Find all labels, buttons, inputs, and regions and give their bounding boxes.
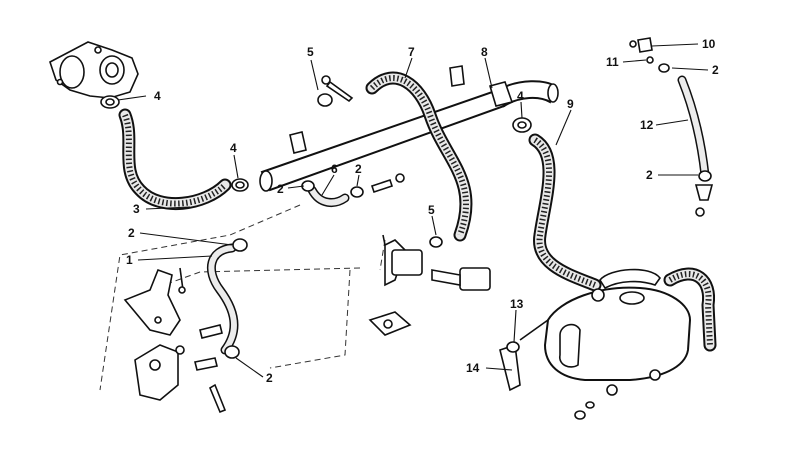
label-2b: 2 [646, 168, 653, 182]
hose-9 [528, 133, 602, 292]
callout-labels: 4 5 7 8 4 9 10 11 2 12 2 4 2 6 2 3 2 1 2… [126, 37, 719, 385]
hose-clamp-9 [512, 117, 532, 133]
label-3: 3 [133, 202, 140, 216]
label-13: 13 [510, 297, 524, 311]
label-2d: 2 [355, 162, 362, 176]
temperature-switch [368, 234, 491, 336]
top-right-fittings [629, 37, 714, 217]
label-5b: 5 [428, 203, 435, 217]
label-4c: 4 [230, 141, 237, 155]
bleed-screw [370, 173, 405, 194]
label-2e: 2 [128, 226, 135, 240]
label-4b: 4 [517, 89, 524, 103]
label-1: 1 [126, 253, 133, 267]
hose-clamp-left-mid [231, 178, 249, 192]
label-6: 6 [331, 162, 338, 176]
callout-leaders [117, 43, 709, 378]
label-4a: 4 [154, 89, 161, 103]
heater-valve [134, 324, 227, 414]
label-14: 14 [466, 361, 480, 375]
label-7: 7 [408, 45, 415, 59]
water-pipe [259, 65, 559, 192]
expansion-tank [543, 268, 692, 396]
mounting-bracket [123, 267, 186, 336]
hose-1 [207, 243, 239, 355]
hose-clamp-left-top [100, 95, 120, 109]
label-2c: 2 [277, 182, 284, 196]
hose-12 [677, 75, 710, 180]
label-2f: 2 [266, 371, 273, 385]
tank-bracket [499, 319, 549, 392]
thermostat-housing [49, 41, 139, 99]
label-2a: 2 [712, 63, 719, 77]
label-11: 11 [606, 55, 619, 69]
label-10: 10 [702, 37, 716, 51]
hose-clamps-6 [301, 180, 364, 198]
misc-nuts [429, 236, 605, 420]
hose-6 [307, 185, 350, 207]
hose-7 [365, 71, 473, 242]
hose-3 [118, 108, 232, 211]
hose-clamps-1 [224, 238, 248, 359]
label-12: 12 [640, 118, 654, 132]
overflow-hose [663, 267, 717, 352]
label-8: 8 [481, 45, 488, 59]
label-5a: 5 [307, 45, 314, 59]
bolt-5-top [317, 75, 354, 107]
label-9: 9 [567, 97, 574, 111]
